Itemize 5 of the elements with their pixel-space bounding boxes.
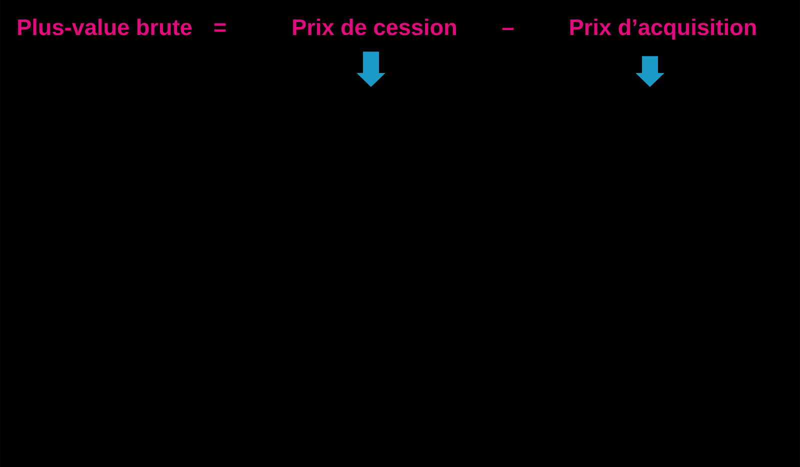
formula-term: Prix d’acquisition: [570, 18, 756, 40]
formula-term: Plus-value brute: [18, 18, 192, 36]
equals-sign: =: [214, 23, 226, 32]
minus-sign: –: [502, 28, 514, 30]
formula-term: Prix de cession: [293, 18, 456, 36]
